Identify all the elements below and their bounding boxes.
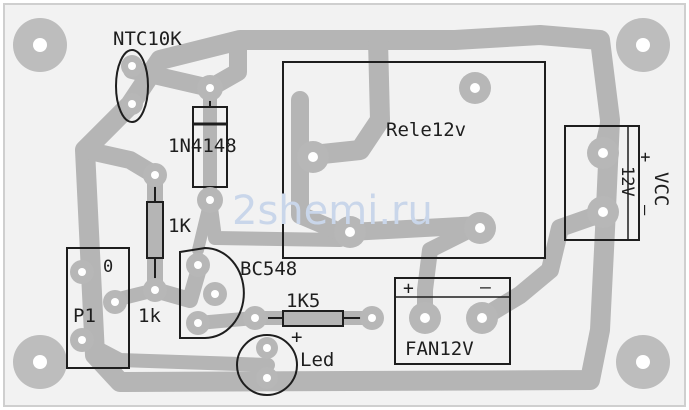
label-fan-minus: – <box>480 277 491 298</box>
mounting-hole-top-right <box>616 18 670 72</box>
fan-connector-outline <box>394 277 511 365</box>
label-pot-marker: 0 <box>103 257 113 277</box>
pad-relay-2 <box>297 141 329 173</box>
pad-fan-plus <box>409 302 441 334</box>
mounting-hole-top-left <box>13 18 67 72</box>
pad-r1k-top <box>143 163 167 187</box>
component-pads <box>70 55 619 389</box>
pad-transistor-3 <box>186 311 210 335</box>
pad-pot-2 <box>103 290 127 314</box>
pot-outline <box>66 247 130 369</box>
relay-outline <box>282 61 546 259</box>
label-resistor-1k: 1K <box>168 215 191 237</box>
label-diode: 1N4148 <box>168 135 237 157</box>
label-fan: FAN12V <box>405 338 474 360</box>
pad-supply-minus <box>587 196 619 228</box>
pad-r1k-bottom <box>143 278 167 302</box>
pad-supply-plus <box>587 137 619 169</box>
mounting-hole-bottom-right <box>616 335 670 389</box>
led-outline <box>236 334 298 396</box>
label-resistor-1k-lower: 1k <box>138 305 161 327</box>
silkscreen-labels: NTC10K 1N4148 Rele12v 1K BC548 0 P1 1k 1… <box>73 28 672 371</box>
pad-ntc-top <box>121 55 143 77</box>
watermark: 2shemi.ru <box>232 188 433 234</box>
pad-ntc-bottom <box>121 93 143 115</box>
label-led: Led <box>300 349 334 371</box>
pad-transistor-1 <box>186 253 210 277</box>
pad-relay-4 <box>464 212 496 244</box>
pad-relay-1 <box>459 72 491 104</box>
label-supply-vcc: VCC <box>650 172 672 206</box>
label-relay: Rele12v <box>386 119 466 141</box>
label-supply-voltage: 12V <box>617 166 637 197</box>
pad-led-cathode <box>256 367 278 389</box>
pad-r1k5-right <box>360 306 384 330</box>
pad-pot-3 <box>70 328 94 352</box>
mounting-holes <box>13 18 670 389</box>
pad-r1k5-left <box>243 306 267 330</box>
pad-transistor-2 <box>203 282 227 306</box>
mounting-hole-bottom-left <box>13 335 67 389</box>
label-led-plus: + <box>291 326 302 348</box>
label-supply-plus: + <box>635 152 655 162</box>
label-supply-minus: – <box>635 205 655 216</box>
pad-led-anode <box>256 337 278 359</box>
pad-pot-1 <box>70 260 94 284</box>
transistor-outline <box>179 246 245 339</box>
label-transistor: BC548 <box>240 258 297 280</box>
pad-fan-minus <box>466 302 498 334</box>
label-pot: P1 <box>73 305 96 327</box>
label-resistor-1k5: 1K5 <box>286 290 320 312</box>
ntc-outline <box>115 49 149 123</box>
pad-diode-top <box>197 75 223 101</box>
label-fan-plus: + <box>403 278 414 299</box>
supply-connector-outline <box>564 125 640 241</box>
pad-relay-3 <box>334 216 366 248</box>
label-ntc: NTC10K <box>113 28 182 50</box>
pad-diode-bottom <box>197 187 223 213</box>
